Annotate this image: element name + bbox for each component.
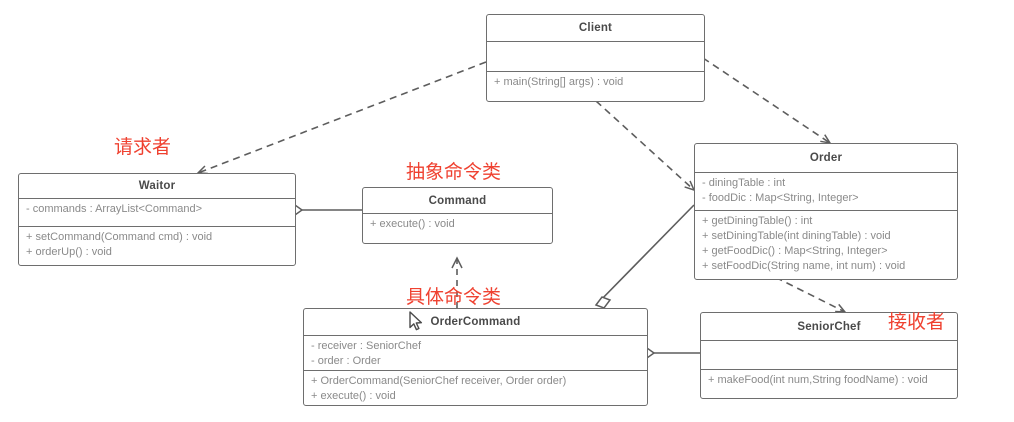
class-box-waitor[interactable]: Waitor - commands : ArrayList<Command> +…: [18, 173, 296, 266]
class-title-command: Command: [428, 194, 487, 207]
class-method: + setDiningTable(int diningTable) : void: [702, 230, 891, 242]
class-method: + OrderCommand(SeniorChef receiver, Orde…: [311, 375, 567, 387]
class-title-client: Client: [578, 22, 613, 34]
class-method: + orderUp() : void: [26, 246, 112, 258]
class-methods-seniorchef: + makeFood(int num,String foodName) : vo…: [701, 369, 957, 398]
class-methods-client: + main(String[] args) : void: [487, 71, 704, 101]
class-box-order[interactable]: Order - diningTable : int - foodDic : Ma…: [694, 143, 958, 280]
class-attributes-order: - diningTable : int - foodDic : Map<Stri…: [695, 172, 957, 210]
class-method: + setCommand(Command cmd) : void: [26, 231, 213, 243]
annotation-concrete-command: 具体命令类: [406, 286, 502, 308]
class-methods-ordercommand: + OrderCommand(SeniorChef receiver, Orde…: [304, 370, 647, 405]
class-method: + setFoodDic(String name, int num) : voi…: [702, 260, 906, 272]
class-method: + getDiningTable() : int: [702, 215, 813, 227]
class-attributes-waitor: - commands : ArrayList<Command>: [19, 198, 295, 226]
annotation-receiver: 接收者: [888, 311, 946, 333]
class-box-ordercommand[interactable]: OrderCommand - receiver : SeniorChef - o…: [303, 308, 648, 406]
class-attributes-client: [487, 41, 704, 71]
relation-client-order: [702, 57, 832, 145]
annotation-abstract-command: 抽象命令类: [406, 161, 502, 183]
class-attribute: - receiver : SeniorChef: [311, 340, 422, 352]
class-attributes-seniorchef: [701, 340, 957, 369]
class-method: + makeFood(int num,String foodName) : vo…: [708, 374, 928, 386]
class-attribute: - order : Order: [311, 355, 381, 367]
class-box-command[interactable]: Command + execute() : void: [362, 187, 553, 244]
class-attributes-ordercommand: - receiver : SeniorChef - order : Order: [304, 335, 647, 370]
class-box-client[interactable]: Client + main(String[] args) : void: [486, 14, 705, 102]
class-title-seniorchef: SeniorChef: [797, 320, 861, 333]
relation-client-waitor: [196, 61, 487, 175]
class-method: + getFoodDic() : Map<String, Integer>: [702, 245, 888, 257]
class-title-waitor: Waitor: [138, 180, 176, 192]
class-method: + main(String[] args) : void: [494, 76, 624, 88]
class-methods-waitor: + setCommand(Command cmd) : void + order…: [19, 226, 295, 265]
relation-ordercommand-seniorchef: [638, 347, 700, 359]
relation-waitor-command: [286, 204, 362, 216]
class-title-ordercommand: OrderCommand: [430, 316, 521, 328]
relation-client-ordercommand: [595, 100, 696, 192]
class-attribute: - commands : ArrayList<Command>: [26, 203, 203, 215]
class-method: + execute() : void: [311, 390, 396, 402]
class-attribute: - diningTable : int: [702, 177, 786, 189]
class-methods-order: + getDiningTable() : int + setDiningTabl…: [695, 210, 957, 279]
class-method: + execute() : void: [370, 218, 455, 230]
class-methods-command: + execute() : void: [363, 213, 552, 243]
class-attribute: - foodDic : Map<String, Integer>: [702, 192, 859, 204]
class-title-order: Order: [809, 152, 843, 164]
relation-order-ordercommand: [594, 204, 695, 309]
annotation-requester: 请求者: [114, 136, 172, 158]
